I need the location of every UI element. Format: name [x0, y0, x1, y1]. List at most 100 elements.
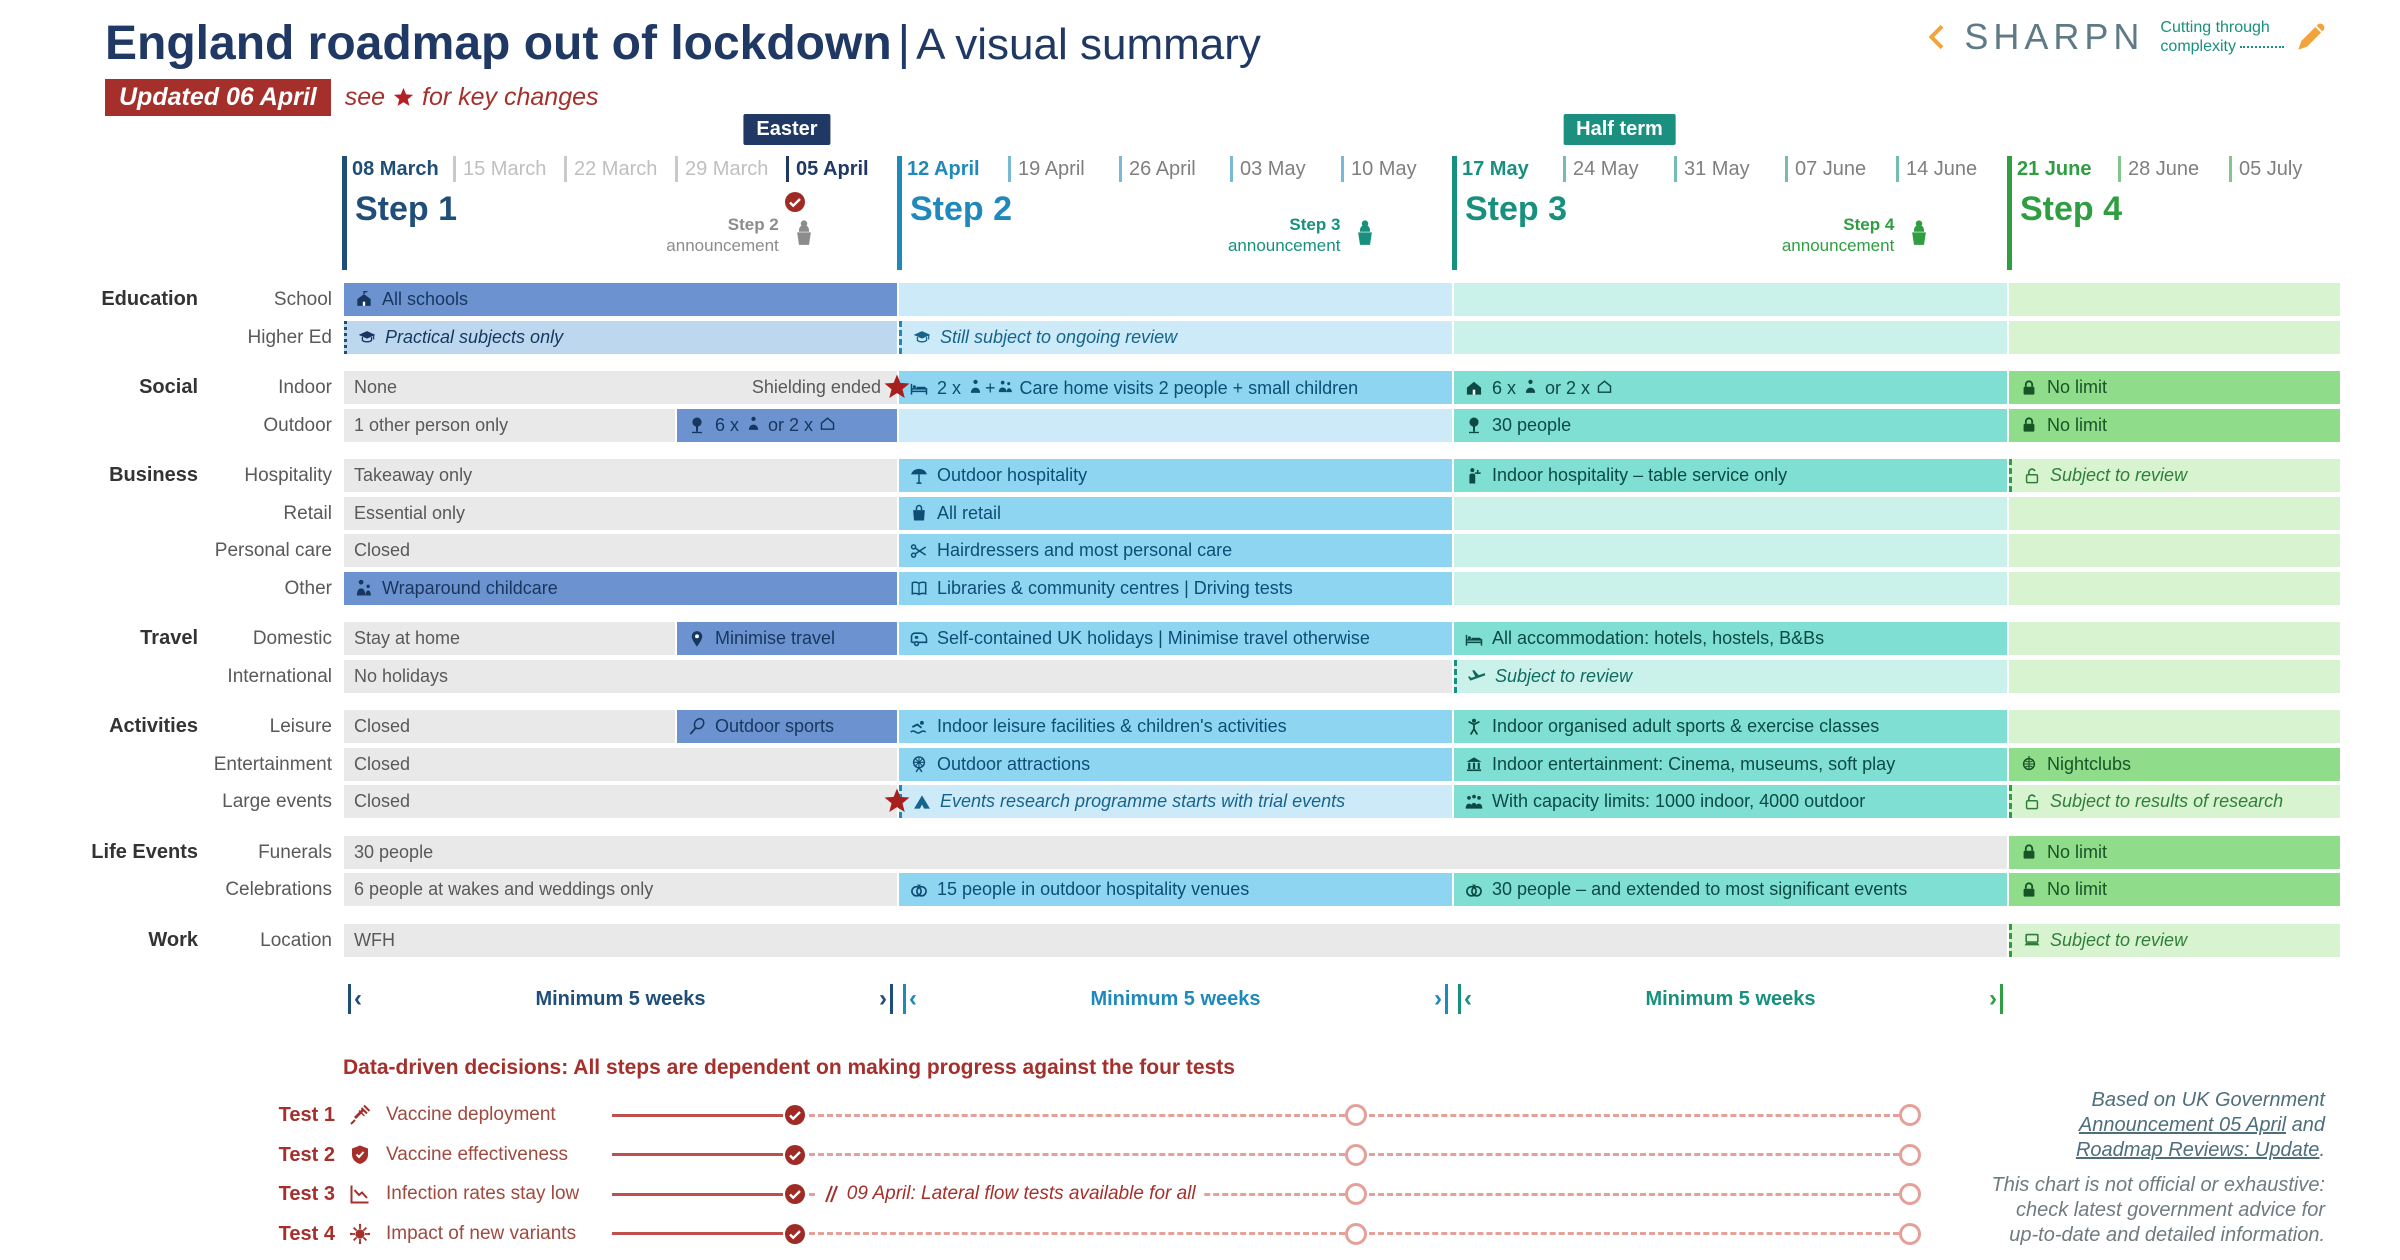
- break-marks-icon: [824, 1185, 838, 1203]
- test-progress-line: [612, 1192, 783, 1196]
- roadmap-bar: All retail: [899, 496, 1452, 530]
- announcement-done-check: [783, 190, 807, 219]
- roadmap-bar: Closed: [344, 785, 897, 818]
- roadmap-bar: Outdoor sports: [677, 710, 897, 743]
- bar-text: Events research programme starts with tr…: [940, 791, 1346, 811]
- announcement-label: Step 2 announcement: [666, 215, 779, 255]
- bar-text: Indoor organised adult sports & exercise…: [1492, 716, 1880, 736]
- row-label: Large events: [222, 791, 332, 812]
- week-label: 14 June: [1906, 158, 1978, 180]
- arrow-right-chevron-icon: ›: [1434, 985, 1442, 1012]
- roadmap-bar: [2009, 710, 2340, 743]
- test-label: Test 4: [278, 1222, 335, 1245]
- roadmap-bar: 30 people – and extended to most signifi…: [1454, 873, 2007, 906]
- childcare-icon: [354, 578, 374, 598]
- bar-text: Indoor hospitality – table service only: [1492, 465, 1788, 485]
- test-milestone-circle: [1899, 1183, 1922, 1205]
- roadmap-bar: [2009, 622, 2340, 655]
- bar-text: Still subject to ongoing review: [940, 326, 1178, 347]
- minimum-weeks-arrow: ‹ Minimum 5 weeks ›: [1458, 984, 2003, 1014]
- person-icon: [745, 415, 762, 432]
- syringe-icon: [348, 1103, 372, 1127]
- title-subtitle: A visual summary: [916, 20, 1261, 69]
- bar-text: 6 x or 2 x: [715, 414, 837, 436]
- tree-icon: [1464, 415, 1484, 435]
- test-annotation-text: 09 April: Lateral flow tests available f…: [846, 1183, 1196, 1204]
- week-label: 12 April: [907, 158, 980, 180]
- week-tick: [786, 156, 789, 182]
- roadmap-bar: 30 people: [344, 835, 2007, 869]
- week-label: 03 May: [1240, 158, 1306, 180]
- bar-text: Outdoor sports: [715, 716, 835, 736]
- row-label: Other: [284, 577, 332, 599]
- test-name: Impact of new variants: [386, 1222, 577, 1244]
- roadmap-bar: No limit: [2009, 371, 2340, 404]
- arrow-right-chevron-icon: ›: [879, 985, 887, 1012]
- shield-icon-wrap: [348, 1143, 372, 1172]
- test-dashed-line: [1369, 1232, 1900, 1235]
- logo-tagline: Cutting through complexity: [2160, 18, 2284, 56]
- key-changes-note: see for key changes: [345, 83, 599, 112]
- bar-text: Subject to results of research: [2050, 791, 2284, 811]
- row-label: Entertainment: [213, 753, 332, 775]
- lock-open-icon: [2022, 792, 2042, 812]
- bar-text: Hairdressers and most personal care: [937, 540, 1233, 560]
- roadmap-bar: [899, 283, 1452, 316]
- test-dashed-line: [808, 1153, 1346, 1156]
- week-label: 22 March: [574, 158, 658, 180]
- podium-icon-wrap: [789, 218, 819, 253]
- test-progress-line: [612, 1232, 783, 1235]
- test-annotation: 09 April: Lateral flow tests available f…: [814, 1180, 1204, 1208]
- row-label: Funerals: [258, 841, 332, 863]
- roadmap-bar: Minimise travel: [677, 622, 897, 655]
- bed-icon: [1464, 629, 1484, 649]
- tagline-dots: [2240, 46, 2284, 48]
- roadmap-bar: WFH: [344, 923, 2007, 957]
- virus-icon-wrap: [348, 1222, 372, 1251]
- announcement-link[interactable]: Announcement 05 April: [2078, 1114, 2287, 1136]
- bar-text: Indoor entertainment: Cinema, museums, s…: [1492, 753, 1896, 774]
- bar-text: No limit: [2047, 879, 2108, 899]
- week-tick: [1563, 156, 1566, 182]
- group-label: Education: [101, 288, 198, 310]
- roadmap-bar: Indoor organised adult sports & exercise…: [1454, 710, 2007, 743]
- week-tick: [2229, 156, 2232, 182]
- week-label: 07 June: [1795, 158, 1867, 180]
- scissors-icon: [909, 541, 929, 561]
- see-suffix: for key changes: [422, 83, 599, 111]
- row-label: Domestic: [252, 628, 332, 649]
- test-dashed-line: [1369, 1113, 1900, 1117]
- test-check-icon: [783, 1222, 807, 1251]
- row-label: International: [227, 665, 332, 687]
- test-name: Infection rates stay low: [386, 1183, 580, 1204]
- disclaimer-line3: up-to-date and detailed information.: [2009, 1224, 2325, 1246]
- title-separator: |: [897, 17, 911, 70]
- roadmap-bar: [899, 408, 1452, 442]
- roadmap-bar: Outdoor attractions: [899, 747, 1452, 781]
- bar-text: Closed: [354, 753, 411, 774]
- disco-ball-icon: [2019, 754, 2039, 774]
- arrow-left-chevron-icon: ‹: [909, 985, 917, 1012]
- roadmap-bar: 15 people in outdoor hospitality venues: [899, 873, 1452, 906]
- check-circle-icon: [783, 1222, 807, 1246]
- roadmap-bar: With capacity limits: 1000 indoor, 4000 …: [1454, 785, 2007, 818]
- step-boundary-line: [1452, 156, 1457, 270]
- roadmap-bar: Practical subjects only: [344, 320, 897, 354]
- test-label: Test 3: [278, 1183, 335, 1205]
- roadmap-bar: Self-contained UK holidays | Minimise tr…: [899, 622, 1452, 655]
- exercise-icon: [1464, 717, 1484, 737]
- bar-text: 6 people at wakes and weddings only: [354, 879, 654, 899]
- roadmap-reviews-link[interactable]: Roadmap Reviews: Update: [2075, 1139, 2320, 1161]
- star-icon: [882, 372, 912, 402]
- check-circle-icon: [783, 1143, 807, 1167]
- roadmap-bar: 30 people: [1454, 408, 2007, 442]
- roadmap-bar: [2009, 320, 2340, 354]
- roadmap-bar: [2009, 659, 2340, 693]
- see-prefix: see: [344, 83, 386, 111]
- podium-icon: [1350, 218, 1380, 248]
- bar-text: Takeaway only: [354, 465, 473, 485]
- bar-text: 30 people – and extended to most signifi…: [1492, 879, 1908, 899]
- week-label: 15 March: [463, 158, 547, 180]
- roadmap-bar: Closed: [344, 747, 897, 781]
